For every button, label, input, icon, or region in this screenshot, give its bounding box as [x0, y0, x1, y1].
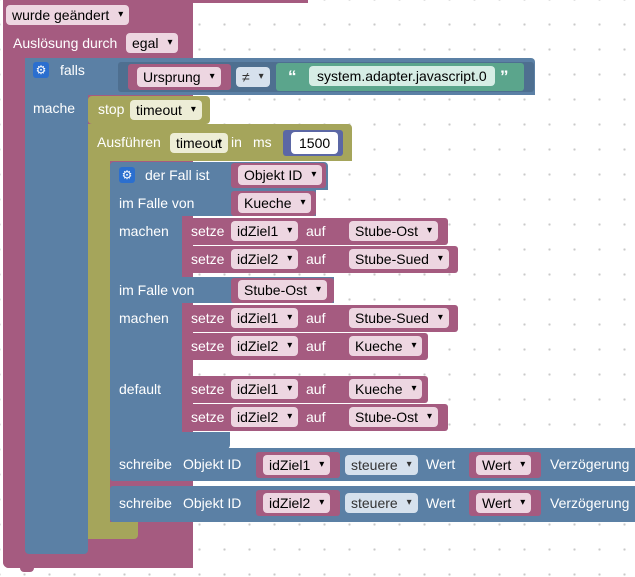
set-value-dropdown[interactable]: Kueche	[349, 336, 423, 356]
set-var-dropdown[interactable]: idZiel1	[231, 308, 299, 328]
if-mache-label: mache	[33, 100, 76, 116]
set-value-dropdown[interactable]: Stube-Sued	[349, 308, 449, 328]
auf-label: auf	[306, 409, 326, 425]
delay-label: Verzögerung	[550, 456, 630, 472]
case1-label: im Falle von	[119, 195, 195, 211]
set-label: setze	[191, 338, 225, 354]
trigger-dropdown[interactable]: egal	[126, 33, 179, 53]
write-mode-dropdown[interactable]: steuere	[345, 455, 418, 475]
stop-timer-dropdown[interactable]: timeout	[130, 100, 202, 120]
do2-label: machen	[119, 310, 169, 326]
if-block-spine[interactable]	[25, 58, 88, 545]
stop-label: stop	[98, 101, 125, 117]
close-quote-icon: ”	[500, 67, 509, 86]
auf-label: auf	[306, 338, 326, 354]
write-label: schreibe	[119, 456, 172, 472]
ms-number-field[interactable]: 1500	[291, 132, 339, 154]
in-label: in	[231, 134, 242, 150]
ms-label: ms	[253, 134, 272, 150]
auf-label: auf	[306, 381, 326, 397]
write-mode-dropdown[interactable]: steuere	[345, 493, 418, 513]
wert-label: Wert	[426, 456, 456, 472]
case2-label: im Falle von	[119, 282, 195, 298]
trigger-block-notch	[20, 566, 34, 572]
changed-dropdown[interactable]: wurde geändert	[6, 5, 130, 25]
trigger-block-footer	[3, 556, 193, 568]
source-dropdown[interactable]: Ursprung	[137, 67, 221, 87]
auf-label: auf	[306, 310, 326, 326]
default-label: default	[119, 381, 162, 397]
timeout-block-spine[interactable]	[88, 124, 110, 539]
write-var-dropdown[interactable]: idZiel1	[263, 455, 331, 475]
switch-gear-icon[interactable]: ⚙	[119, 167, 135, 183]
timeout-timer-dropdown[interactable]: timeout	[170, 133, 228, 153]
set-var-dropdown[interactable]: idZiel1	[231, 379, 299, 399]
trigger-label: Auslösung durch	[13, 35, 118, 51]
object-id-label: Objekt ID	[183, 495, 242, 511]
set-value-dropdown[interactable]: Kueche	[349, 379, 423, 399]
set-label: setze	[191, 409, 225, 425]
set-label: setze	[191, 223, 225, 239]
object-id-label: Objekt ID	[183, 456, 242, 472]
delay-label: Verzögerung	[550, 495, 630, 511]
set-label: setze	[191, 310, 225, 326]
if-block-footer	[25, 536, 88, 554]
set-label: setze	[191, 381, 225, 397]
write-value-dropdown[interactable]: Wert	[476, 455, 532, 475]
timeout-block-footer	[88, 522, 138, 539]
set-var-dropdown[interactable]: idZiel1	[231, 221, 299, 241]
open-quote-icon: “	[288, 67, 297, 86]
set-value-dropdown[interactable]: Stube-Ost	[349, 221, 439, 241]
case-label: der Fall ist	[145, 167, 210, 183]
case-value-dropdown[interactable]: Objekt ID	[238, 165, 323, 185]
set-var-dropdown[interactable]: idZiel2	[231, 407, 299, 427]
do1-label: machen	[119, 223, 169, 239]
case2-value-dropdown[interactable]: Stube-Ost	[238, 280, 328, 300]
run-label: Ausführen	[97, 134, 161, 150]
switch-block-footer	[110, 432, 230, 449]
wert-label: Wert	[426, 495, 456, 511]
auf-label: auf	[306, 251, 326, 267]
case1-value-dropdown[interactable]: Kueche	[238, 193, 312, 213]
set-value-dropdown[interactable]: Stube-Sued	[349, 249, 449, 269]
if-gear-icon[interactable]: ⚙	[33, 62, 49, 78]
set-value-dropdown[interactable]: Stube-Ost	[349, 407, 439, 427]
write-value-dropdown[interactable]: Wert	[476, 493, 532, 513]
write-var-dropdown[interactable]: idZiel2	[263, 493, 331, 513]
if-falls-label: falls	[60, 62, 85, 78]
trigger-block-top-extension[interactable]	[3, 0, 308, 3]
set-label: setze	[191, 251, 225, 267]
set-var-dropdown[interactable]: idZiel2	[231, 336, 299, 356]
operator-dropdown[interactable]: ≠	[236, 67, 270, 87]
text-value-field[interactable]: system.adapter.javascript.0	[309, 66, 495, 86]
auf-label: auf	[306, 223, 326, 239]
set-var-dropdown[interactable]: idZiel2	[231, 249, 299, 269]
write-label: schreibe	[119, 495, 172, 511]
